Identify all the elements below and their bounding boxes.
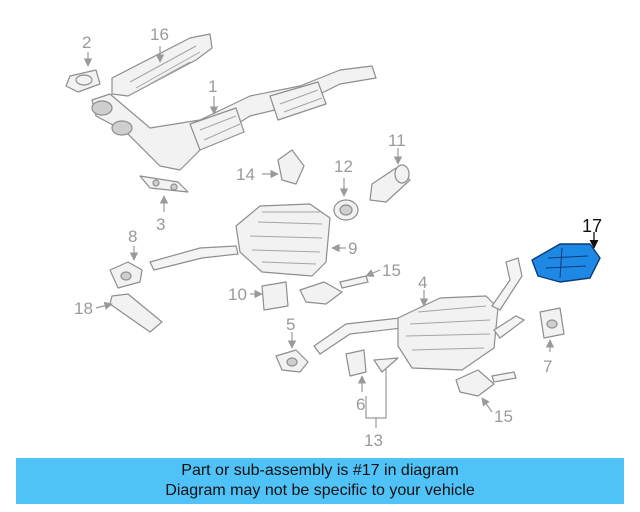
part-17-heat-shield-highlighted[interactable] — [531, 232, 601, 283]
part-12-clamp — [333, 178, 359, 221]
part-6-bracket — [345, 349, 399, 392]
callout-16: 16 — [150, 25, 169, 44]
part-5-hanger — [275, 332, 309, 373]
part-15-mount-upper — [299, 269, 381, 305]
callout-4: 4 — [418, 273, 427, 292]
callout-2: 2 — [82, 33, 91, 52]
callout-15-upper: 15 — [382, 261, 401, 280]
callout-18: 18 — [74, 299, 93, 318]
part-8-center-muffler — [149, 203, 346, 277]
exhaust-system-diagram: 16 2 1 11 14 12 3 — [65, 25, 602, 450]
caption-line-1: Part or sub-assembly is #17 in diagram — [181, 462, 459, 479]
part-1-front-pipe — [91, 65, 377, 171]
part-11-tailpipe-tip — [369, 148, 411, 203]
part-4-rear-muffler — [313, 257, 526, 371]
callout-1: 1 — [208, 77, 217, 96]
callout-3: 3 — [156, 215, 165, 234]
callout-15-lower: 15 — [494, 407, 513, 426]
part-2-gasket — [65, 52, 101, 93]
part-16-heat-shield — [111, 33, 213, 97]
callout-6: 6 — [356, 395, 365, 414]
callout-14: 14 — [236, 165, 255, 184]
part-10-hanger — [250, 281, 289, 311]
part-15-mount-lower — [455, 369, 517, 413]
callout-5: 5 — [286, 315, 295, 334]
part-18-shield-plate — [95, 293, 163, 333]
callout-7: 7 — [543, 357, 552, 376]
callout-8: 9 — [348, 239, 357, 258]
callout-17: 17 — [582, 216, 602, 236]
part-9-hanger — [109, 246, 143, 289]
callout-10: 10 — [228, 285, 247, 304]
part-13-leader — [365, 368, 387, 428]
callout-13: 13 — [364, 431, 383, 450]
part-3-flange — [139, 175, 189, 212]
part-7-hanger — [539, 307, 565, 352]
caption-banner: Part or sub-assembly is #17 in diagram D… — [16, 458, 624, 504]
part-14-bracket — [262, 149, 305, 185]
caption-line-2: Diagram may not be specific to your vehi… — [165, 482, 475, 499]
callout-9: 8 — [128, 227, 137, 246]
callout-12: 12 — [334, 157, 353, 176]
callout-11: 11 — [388, 131, 406, 150]
